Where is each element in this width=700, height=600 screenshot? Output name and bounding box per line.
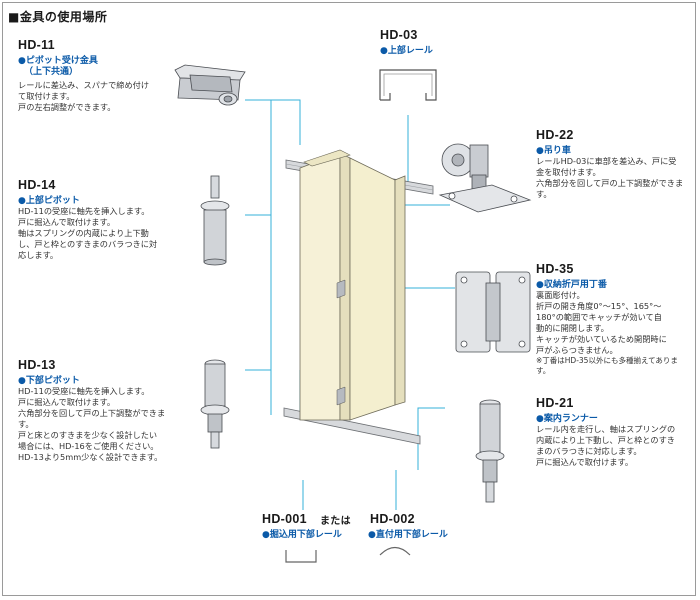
lower-rail-profiles bbox=[285, 546, 411, 563]
hd22-description: レールHD-03に車部を差込み、戸に受 金を取付けます。 六角部分を回して戸の上… bbox=[536, 156, 684, 199]
hd35-note: ※丁番はHD-35以外にも多種揃えてあります。 bbox=[536, 356, 678, 375]
hd03-name: ●上部レール bbox=[380, 46, 433, 56]
hd35-name: ●収納折戸用丁番 bbox=[536, 280, 607, 290]
hd03-rail-profile bbox=[379, 69, 437, 101]
hd002-code: HD-002 bbox=[370, 512, 415, 526]
hd14-pivot-drawing bbox=[200, 175, 230, 266]
hd13-description: HD-11の受座に軸先を挿入します。 戸に掘込んで取付けます。 六角部分を回して… bbox=[18, 386, 166, 462]
hd14-description: HD-11の受座に軸先を挿入します。 戸に掘込んで取付けます。 軸はスプリングの… bbox=[18, 206, 158, 260]
hd35-code: HD-35 bbox=[536, 262, 574, 276]
hd35-hinge-drawing bbox=[455, 271, 531, 353]
hd21-runner-drawing bbox=[475, 399, 505, 503]
hd22-name: ●吊り車 bbox=[536, 146, 571, 156]
or-text: または bbox=[320, 516, 351, 527]
hd002-name: ●直付用下部レール bbox=[368, 530, 448, 540]
hd13-code: HD-13 bbox=[18, 358, 56, 372]
figure-title: ■金具の使用場所 bbox=[8, 10, 108, 24]
folding-door bbox=[299, 149, 406, 421]
hd35-description: 裏面彫付け。 折戸の開き角度0°～15°、165°～ 180°の範囲でキャッチが… bbox=[536, 290, 667, 355]
hd13-name: ●下部ピボット bbox=[18, 376, 80, 386]
hd03-code: HD-03 bbox=[380, 28, 418, 42]
hd21-name: ●案内ランナー bbox=[536, 414, 598, 424]
hd11-description: レールに差込み、スパナで締め付け て取付けます。 戸の左右調整ができます。 bbox=[18, 80, 150, 112]
hd21-description: レール内を走行し、軸はスプリングの 内蔵により上下動し、戸と枠とのすき まのバラ… bbox=[536, 424, 676, 467]
hd11-bracket-drawing bbox=[174, 64, 246, 106]
hd13-pivot-drawing bbox=[200, 359, 230, 449]
hd14-code: HD-14 bbox=[18, 178, 56, 192]
hd14-name: ●上部ピボット bbox=[18, 196, 80, 206]
hd001-code: HD-001 bbox=[262, 512, 307, 526]
hd11-code: HD-11 bbox=[18, 38, 55, 52]
hd001-name: ●掘込用下部レール bbox=[262, 530, 342, 540]
hd22-code: HD-22 bbox=[536, 128, 574, 142]
hd11-name: ●ピボット受け金具 bbox=[18, 56, 98, 66]
hd21-code: HD-21 bbox=[536, 396, 574, 410]
hd22-hanger-drawing bbox=[438, 143, 532, 213]
hd11-name-note: （上下共通） bbox=[24, 67, 79, 77]
